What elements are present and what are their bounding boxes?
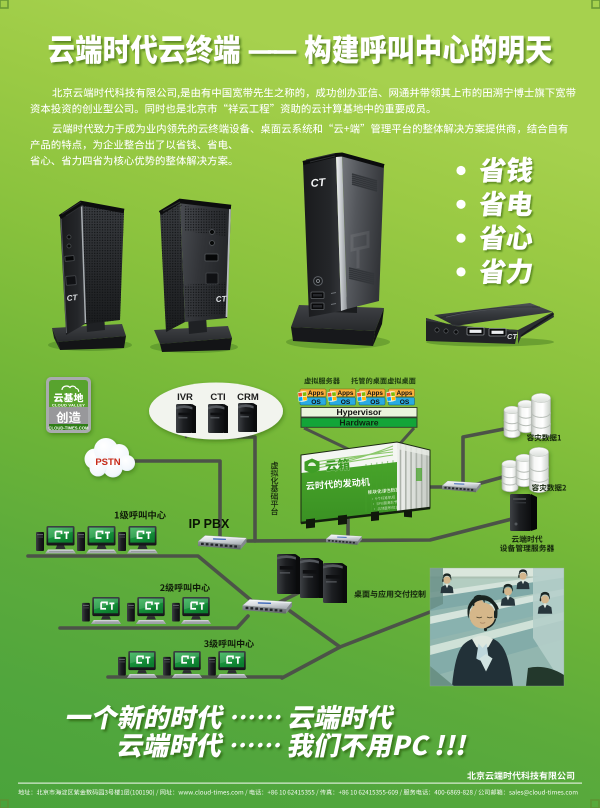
svg-text:Apps: Apps (367, 390, 383, 397)
svg-text:CT: CT (216, 294, 228, 304)
svg-text:PSTN: PSTN (95, 457, 120, 468)
svg-text:IP PBX: IP PBX (189, 517, 230, 531)
svg-text:OS: OS (370, 399, 380, 406)
svg-text:Apps: Apps (397, 390, 413, 397)
svg-text:CT: CT (310, 177, 327, 190)
svg-text:CLOUD-TIMES.COM: CLOUD-TIMES.COM (48, 425, 89, 430)
svg-text:OS: OS (400, 399, 410, 406)
svg-text:Apps: Apps (308, 390, 324, 397)
svg-text:IVR: IVR (177, 392, 193, 403)
svg-text:CT: CT (507, 332, 518, 341)
svg-text:Hypervisor: Hypervisor (337, 407, 383, 417)
svg-text:OS: OS (311, 399, 321, 406)
svg-text:CTI: CTI (210, 392, 225, 403)
svg-text:OS: OS (341, 399, 351, 406)
svg-text:CT: CT (66, 293, 79, 303)
svg-text:Apps: Apps (338, 390, 354, 397)
svg-text:Hardware: Hardware (339, 418, 378, 428)
svg-text:CLOUD VALLEY: CLOUD VALLEY (52, 403, 85, 408)
svg-text:CRM: CRM (237, 392, 259, 403)
